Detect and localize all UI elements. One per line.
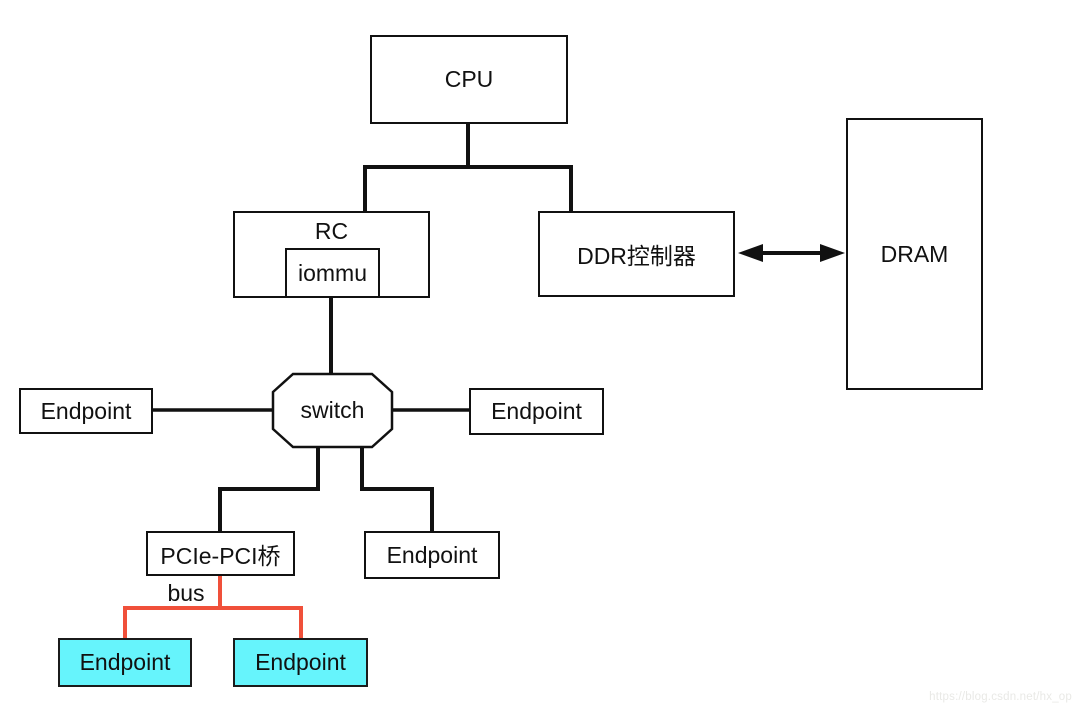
node-endpoint-left: Endpoint: [19, 388, 153, 434]
node-ddr-controller: DDR控制器: [538, 211, 735, 297]
node-pcie-pci-bridge-label: PCIe-PCI桥: [160, 542, 281, 569]
watermark: https://blog.csdn.net/hx_op: [929, 691, 1072, 703]
arrowhead-left: [738, 244, 763, 262]
bus-label: bus: [160, 580, 212, 607]
bus-label-text: bus: [167, 580, 205, 606]
arrowhead-right: [820, 244, 845, 262]
node-endpoint-right: Endpoint: [469, 388, 604, 435]
edge-cpu-branch: [363, 165, 573, 213]
edge-switch-endpoint-mid: [360, 444, 434, 534]
edge-ddr-dram-arrow: [738, 244, 845, 262]
node-endpoint-bus-right-label: Endpoint: [255, 649, 346, 675]
edge-bus-endpoints: [123, 606, 303, 641]
node-endpoint-right-label: Endpoint: [491, 398, 582, 424]
node-iommu-label: iommu: [297, 259, 367, 286]
node-endpoint-bus-left-label: Endpoint: [79, 649, 171, 675]
node-dram: DRAM: [846, 118, 983, 390]
node-switch-label: switch: [300, 397, 365, 423]
node-endpoint-mid-label: Endpoint: [386, 541, 478, 568]
node-endpoint-bus-left: Endpoint: [58, 638, 192, 687]
node-rc-label: RC: [314, 218, 349, 244]
node-dram-label: DRAM: [880, 240, 949, 267]
node-iommu: iommu: [285, 248, 380, 298]
node-cpu: CPU: [370, 35, 568, 124]
switch-shape: [271, 372, 394, 449]
node-switch: switch: [273, 374, 392, 447]
node-endpoint-left-label: Endpoint: [40, 397, 132, 424]
node-endpoint-bus-right: Endpoint: [233, 638, 368, 687]
node-pcie-pci-bridge: PCIe-PCI桥: [146, 531, 295, 576]
node-ddr-controller-label: DDR控制器: [577, 243, 696, 269]
edge-switch-bridge: [218, 444, 320, 534]
node-endpoint-mid: Endpoint: [364, 531, 500, 579]
node-cpu-label: CPU: [444, 66, 494, 92]
